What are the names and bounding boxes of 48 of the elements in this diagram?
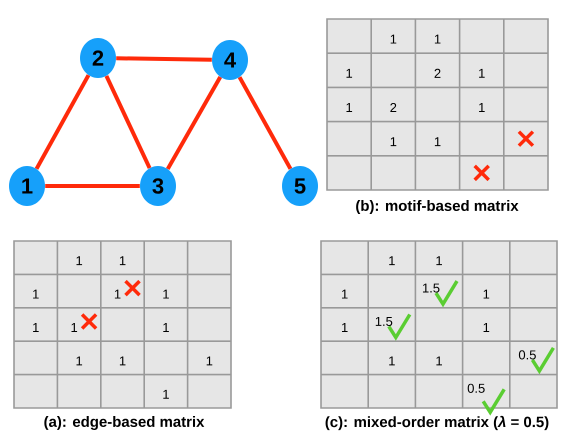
cell-value: 1: [33, 290, 39, 299]
caption: (a): edge-based matrix: [44, 416, 204, 430]
cell-value: 1: [120, 356, 126, 366]
cell-value: 1: [436, 356, 442, 366]
graph-edge: [104, 75, 152, 169]
cell-value: 1: [342, 323, 348, 332]
graph-edge: [238, 76, 292, 170]
cell-value: 1: [206, 356, 212, 366]
cell-value: 1: [72, 323, 78, 332]
cell-value: 1: [484, 323, 490, 332]
cell-value: 0.5: [468, 384, 485, 393]
cell-value: 1: [120, 256, 126, 266]
cell-value: 1: [76, 256, 82, 266]
cell-value: 1: [342, 290, 348, 299]
cell-value: 1: [163, 390, 169, 399]
cell-value: 1: [484, 290, 490, 299]
graph-node: 5: [282, 166, 318, 206]
cell-value: 1.5: [422, 284, 440, 293]
graph-edge: [34, 74, 90, 170]
cell-value: 2: [434, 68, 440, 78]
cell-value: 1: [389, 256, 395, 266]
graph-edge: [116, 56, 212, 62]
graph-node: 3: [140, 166, 176, 206]
graph-edge: [166, 76, 222, 170]
cell-value: 1: [346, 68, 352, 78]
cell-value: 0.5: [518, 350, 536, 360]
cell-value: 1: [389, 356, 395, 366]
graph-edge: [45, 184, 140, 188]
graph-node: 2: [80, 38, 116, 78]
caption: (c): mixed-order matrix (λ = 0.5): [326, 416, 548, 430]
cell-value: 1: [479, 103, 485, 112]
cell-value: 2: [390, 102, 396, 112]
cell-value: 1: [76, 356, 82, 366]
cell-value: 1: [163, 290, 169, 299]
cell-value: 1: [390, 137, 396, 146]
cell-value: 1: [114, 290, 120, 299]
caption: (b): motif-based matrix: [356, 200, 519, 214]
graph-node: 4: [212, 40, 248, 80]
cell-value: 1: [163, 323, 169, 332]
cell-value: 1: [479, 68, 485, 78]
cell-value: 1: [436, 256, 442, 266]
cell-value: 1: [33, 323, 39, 332]
graph-node: 1: [9, 166, 45, 206]
cell-value: 1: [390, 34, 396, 44]
cell-value: 1: [346, 103, 352, 112]
cell-value: 1: [434, 137, 440, 146]
cell-value: 1: [434, 34, 440, 44]
cell-value: 1.5: [376, 316, 392, 326]
